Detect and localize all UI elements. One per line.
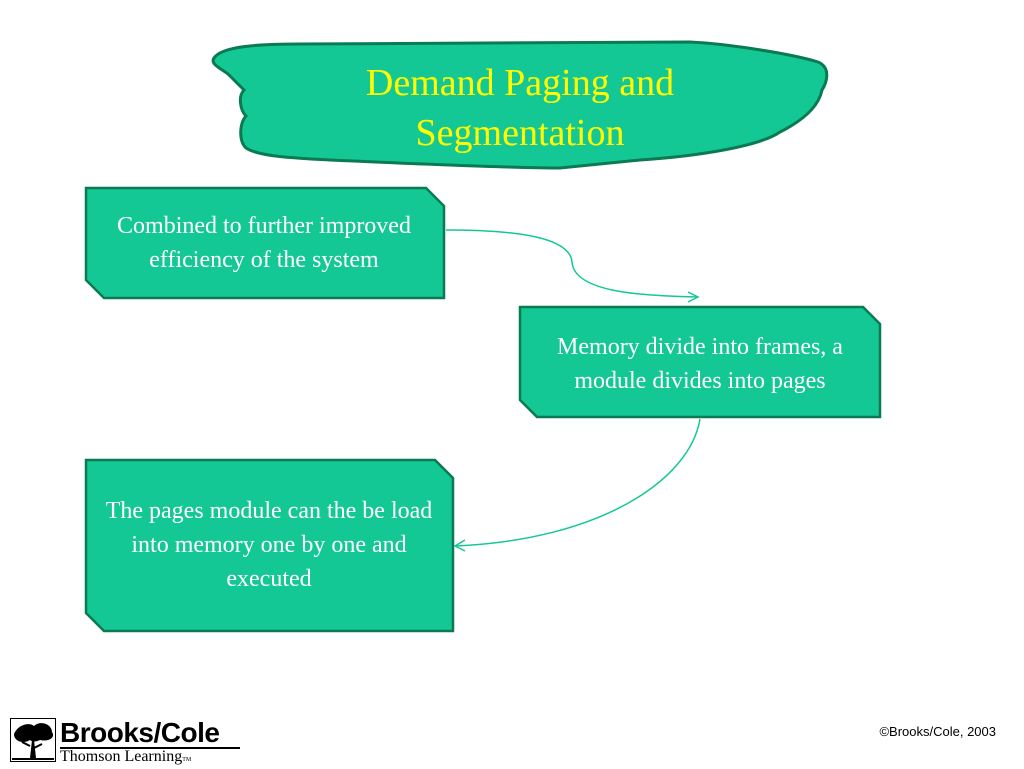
logo-name: Brooks/Cole — [60, 717, 220, 748]
logo-sub: Thomson LearningTM — [60, 748, 191, 769]
title-banner — [211, 40, 829, 170]
logo-tm: TM — [182, 757, 192, 763]
slide-title-line1: Demand Paging and — [365, 62, 675, 104]
connector-1 — [445, 229, 699, 298]
box-combined — [84, 186, 446, 300]
tree-icon — [10, 718, 56, 762]
arrowhead-2 — [453, 539, 466, 552]
box-memory — [518, 305, 882, 419]
box-memory-text: Memory divide into frames, a module divi… — [557, 334, 843, 394]
logo-rule — [60, 747, 240, 749]
copyright-text: ©Brooks/Cole, 2003 — [879, 724, 996, 739]
slide-title: Demand Paging and Segmentation — [260, 58, 780, 158]
publisher-logo: Brooks/Cole Thomson LearningTM — [10, 717, 250, 765]
box-pages — [84, 458, 455, 633]
slide-title-line2: Segmentation — [415, 112, 625, 154]
box-pages-text: The pages module can the be load into me… — [105, 498, 433, 592]
box-combined-text: Combined to further improved efficiency … — [117, 213, 411, 273]
logo-sub-text: Thomson Learning — [60, 748, 183, 765]
connector-2 — [454, 418, 701, 547]
arrowhead-1 — [687, 291, 700, 303]
